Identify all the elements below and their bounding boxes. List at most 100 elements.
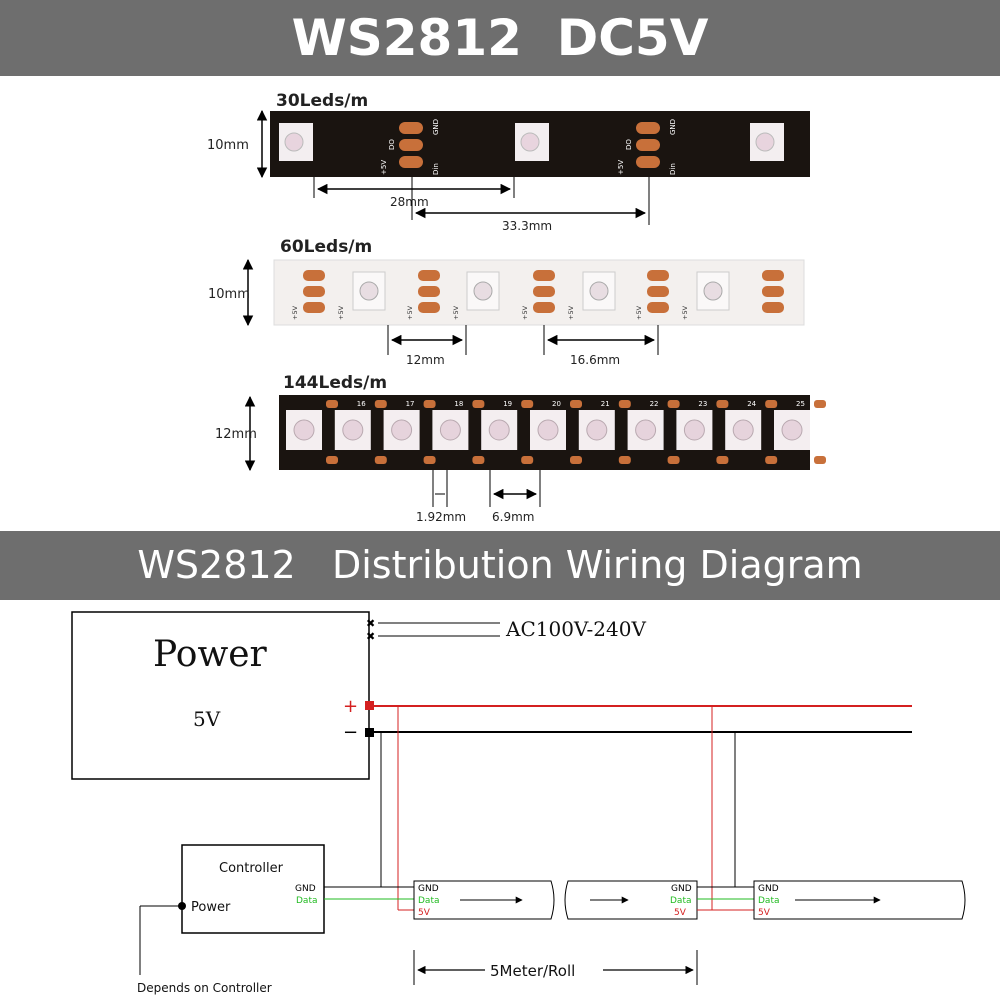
led-lens <box>391 419 413 441</box>
strip-60-dim-b: 16.6mm <box>570 353 620 367</box>
strip-30-leds <box>279 123 784 161</box>
solder-pad <box>814 456 826 464</box>
pad-label: +5V <box>452 305 460 320</box>
strip-60-pads <box>303 270 784 313</box>
strip-data-label: Data <box>758 896 780 906</box>
controller-box <box>181 844 325 934</box>
strip-5v-label: 5V <box>758 908 771 918</box>
led-lens <box>683 419 705 441</box>
solder-pad <box>765 456 778 464</box>
pad-label: +5V <box>617 160 625 175</box>
solder-pad <box>472 400 485 408</box>
strip-30-dim-a: 28mm <box>390 195 429 209</box>
led-number-label: 17 <box>406 400 415 408</box>
led-lens <box>342 419 364 441</box>
strip-30-group: 30Leds/m +5V DO Din GND +5V DO Din <box>207 91 810 233</box>
pad-label: +5V <box>337 305 345 320</box>
power-supply-title: Power <box>153 634 268 675</box>
strip-60-leds <box>352 271 730 311</box>
solder-pad <box>374 456 387 464</box>
pad-label: Din <box>669 163 677 175</box>
strip-gnd-label: GND <box>671 884 692 894</box>
led-lens <box>732 419 754 441</box>
pad-label: Din <box>432 163 440 175</box>
pad-label: DO <box>388 139 396 150</box>
strip-30-pads <box>399 122 660 168</box>
controller-gnd-label: GND <box>295 884 316 894</box>
pad-label: +5V <box>291 305 299 320</box>
strip-60-pad-labels: +5V +5V +5V +5V +5V +5V +5V +5V <box>291 305 689 320</box>
led-number-label: 22 <box>650 400 659 408</box>
led-lens <box>537 419 559 441</box>
strip-data-label: Data <box>670 896 692 906</box>
strip-144-dim-b: 6.9mm <box>492 510 534 524</box>
led-number-label: 25 <box>796 400 805 408</box>
strip-30-pad-labels: +5V DO Din GND +5V DO Din GND <box>380 119 677 175</box>
pad-label: +5V <box>681 305 689 320</box>
led-number-label: 24 <box>747 400 756 408</box>
pad-label: GND <box>669 119 677 135</box>
solder-pad <box>326 400 338 408</box>
solder-pad <box>521 456 534 464</box>
plus-terminal <box>365 701 374 710</box>
strip-5v-label: 5V <box>674 908 687 918</box>
solder-pad <box>423 400 436 408</box>
pad-label: GND <box>432 119 440 135</box>
strip-30-title: 30Leds/m <box>276 91 368 111</box>
controller-title: Controller <box>219 861 284 876</box>
header-top-banner: WS2812 DC5V <box>0 0 1000 76</box>
plus-terminal-label: + <box>343 696 358 717</box>
strip-144-title: 144Leds/m <box>283 373 387 393</box>
pad-label: +5V <box>406 305 414 320</box>
strip-60-height-label: 10mm <box>208 287 250 302</box>
led-lens <box>488 419 510 441</box>
strip-5v-label: 5V <box>418 908 431 918</box>
led-number-label: 20 <box>552 400 561 408</box>
wiring-diagram: Power 5V ✖ ✖ AC100V-240V + − Controller … <box>71 611 966 995</box>
led-lens <box>586 419 608 441</box>
roll-length-label: 5Meter/Roll <box>490 962 575 980</box>
pad-label: +5V <box>521 305 529 320</box>
strip-144-dim-a: 1.92mm <box>416 510 466 524</box>
solder-pad <box>765 400 778 408</box>
strip-gnd-label: GND <box>758 884 779 894</box>
led-lens <box>284 132 304 152</box>
solder-pad <box>570 400 582 408</box>
led-number-label: 19 <box>503 400 512 408</box>
led-lens <box>635 419 657 441</box>
power-supply-box <box>71 611 370 780</box>
solder-pad <box>716 456 729 464</box>
strip-60-dim-a: 12mm <box>406 353 445 367</box>
strip-60-title: 60Leds/m <box>280 237 372 257</box>
pad-label: +5V <box>567 305 575 320</box>
solder-pad <box>570 456 582 464</box>
led-number-label: 21 <box>601 400 610 408</box>
solder-pad <box>326 456 338 464</box>
ac-terminal-icon: ✖ <box>366 630 375 643</box>
ac-input-label: AC100V-240V <box>505 617 646 641</box>
ac-terminal-icon: ✖ <box>366 617 375 630</box>
led-number-label: 23 <box>698 400 707 408</box>
strip-30-dim-b: 33.3mm <box>502 219 552 233</box>
power-supply-voltage: 5V <box>193 707 221 731</box>
led-lens <box>293 419 315 441</box>
solder-pad <box>618 456 631 464</box>
header-bottom-banner: WS2812 Distribution Wiring Diagram <box>0 531 1000 600</box>
led-number-label: 18 <box>454 400 463 408</box>
strip-30-height-label: 10mm <box>207 138 249 153</box>
solder-pad <box>667 400 680 408</box>
solder-pad <box>423 456 436 464</box>
solder-pad <box>521 400 534 408</box>
header-top-title: WS2812 DC5V <box>291 9 709 67</box>
strip-144-height-label: 12mm <box>215 427 257 442</box>
controller-power-label: Power <box>191 900 231 915</box>
solder-pad <box>374 400 387 408</box>
header-bottom-title: WS2812 Distribution Wiring Diagram <box>137 543 863 587</box>
strip-data-label: Data <box>418 896 440 906</box>
minus-terminal <box>365 728 374 737</box>
led-strip-roll-2 <box>564 880 698 920</box>
led-lens <box>781 419 803 441</box>
depends-on-controller-label: Depends on Controller <box>137 981 272 995</box>
